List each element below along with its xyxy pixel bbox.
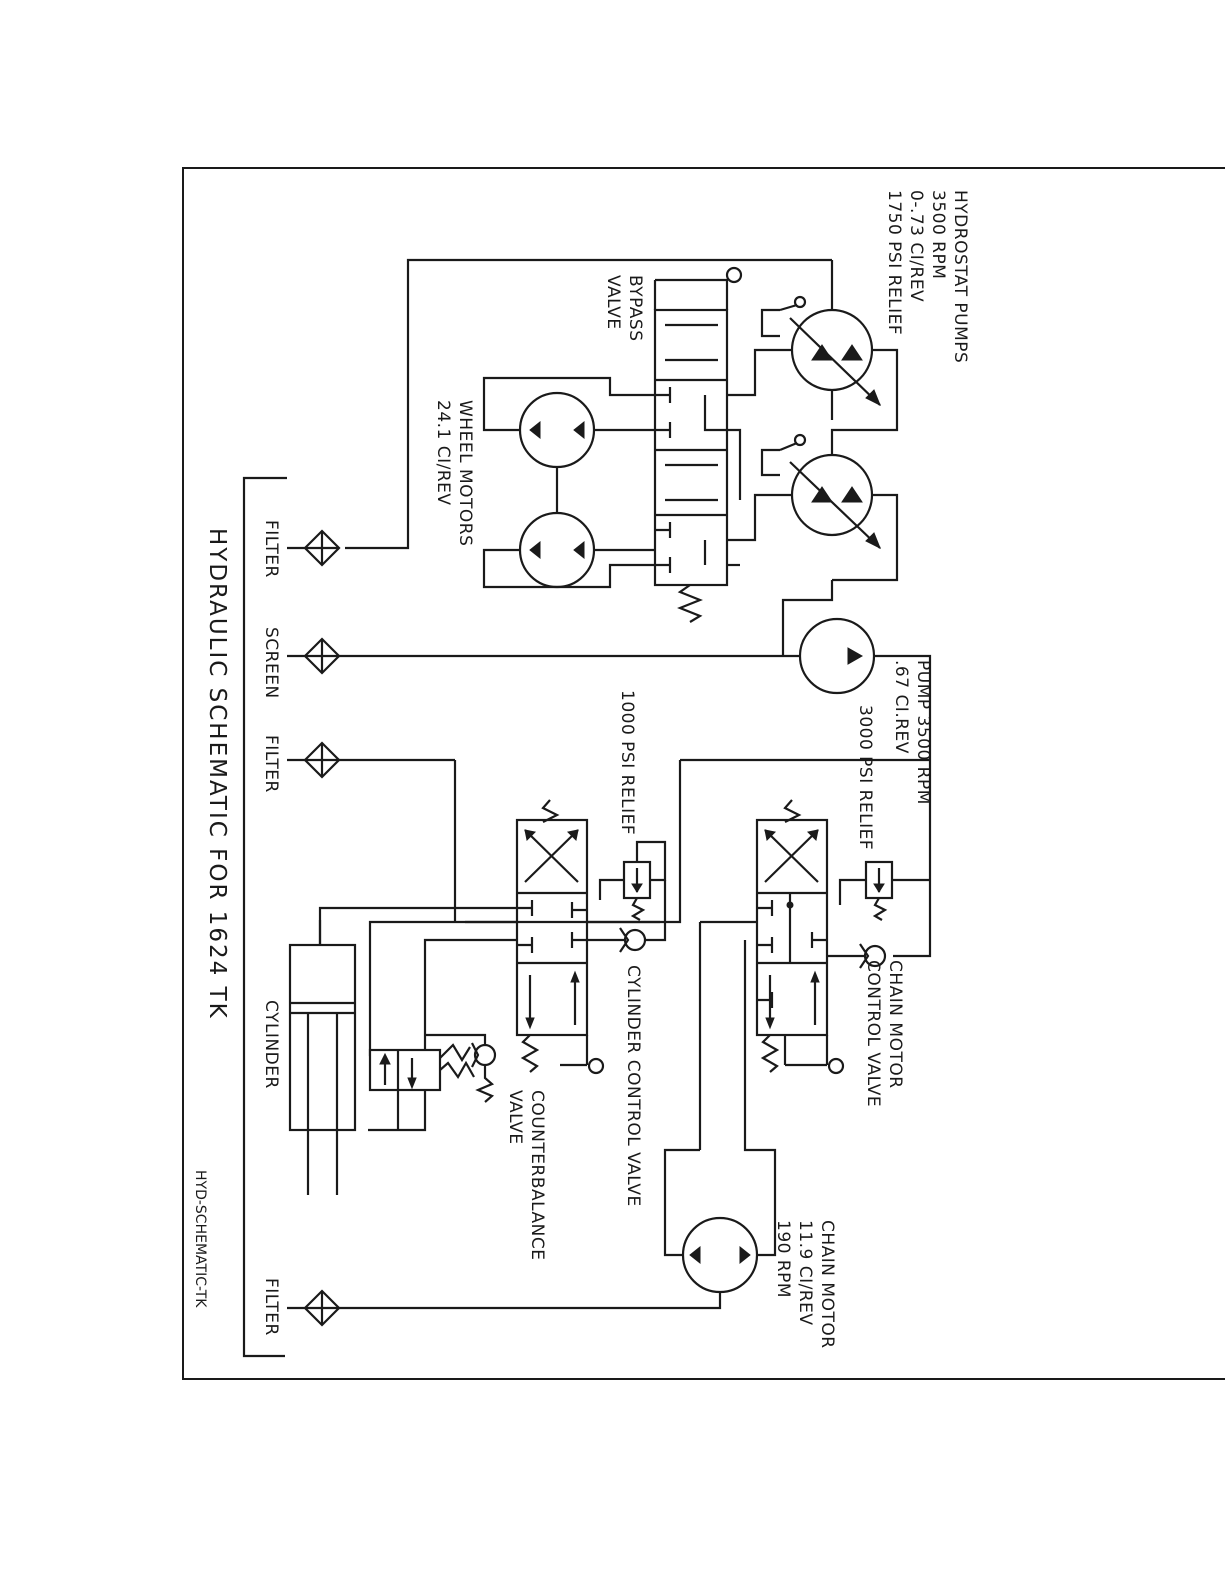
wheel-motors-label-2: 24.1 CI/REV bbox=[433, 400, 453, 506]
relief-1000-label: 1000 PSI RELIEF bbox=[617, 690, 637, 835]
hydrostat-label-4: 1750 PSI RELIEF bbox=[884, 190, 904, 335]
tank-bracket bbox=[242, 476, 287, 1358]
filter-2 bbox=[303, 741, 341, 779]
drawing-border bbox=[182, 167, 1225, 1380]
pump-label-2: .67 CI.REV bbox=[891, 660, 911, 754]
pump-label-3: 3000 PSI RELIEF bbox=[855, 705, 875, 850]
drawing-id: HYD-SCHEMATIC-TK bbox=[192, 1170, 208, 1308]
hydrostat-pump-2 bbox=[790, 453, 874, 537]
hydrostat-label-2: 3500 RPM bbox=[928, 190, 948, 279]
pump-label-1: PUMP 3500 RPM bbox=[913, 660, 933, 805]
cylinder-body bbox=[288, 943, 357, 1132]
chain-motor-label-3: 190 RPM bbox=[773, 1220, 793, 1298]
filter-1 bbox=[303, 529, 341, 567]
chain-valve-label-1: CHAIN MOTOR bbox=[885, 960, 905, 1089]
filter-1-label: FILTER bbox=[261, 520, 281, 578]
bypass-label-1: BYPASS bbox=[625, 275, 645, 342]
chain-motor-label-1: CHAIN MOTOR bbox=[817, 1220, 837, 1349]
wheel-motors-label-1: WHEEL MOTORS bbox=[455, 400, 475, 546]
filter-3 bbox=[303, 1289, 341, 1327]
cylinder-valve-label: CYLINDER CONTROL VALVE bbox=[623, 965, 643, 1207]
chain-motor-control-valve bbox=[755, 818, 829, 1037]
hydrostat-label-3: 0-.73 CI/REV bbox=[906, 190, 926, 302]
counterbalance-label-2: VALVE bbox=[505, 1090, 525, 1145]
cylinder-label: CYLINDER bbox=[261, 1000, 281, 1089]
filter-2-label: FILTER bbox=[261, 735, 281, 793]
bypass-valve-block bbox=[653, 308, 729, 587]
cylinder-control-valve bbox=[515, 818, 589, 1037]
counterbalance-label-1: COUNTERBALANCE bbox=[527, 1090, 547, 1260]
bypass-label-2: VALVE bbox=[603, 275, 623, 330]
filter-3-label: FILTER bbox=[261, 1278, 281, 1336]
chain-motor-label-2: 11.9 CI/REV bbox=[795, 1220, 815, 1326]
schematic-title: HYDRAULIC SCHEMATIC FOR 1624 TK bbox=[204, 528, 230, 1020]
screen-filter bbox=[303, 637, 341, 675]
hydrostat-pump-1 bbox=[790, 308, 874, 392]
chain-valve-label-2: CONTROL VALVE bbox=[863, 960, 883, 1107]
screen-label: SCREEN bbox=[261, 627, 281, 699]
counterbalance-valve bbox=[368, 1048, 442, 1092]
hydrostat-label-1: HYDROSTAT PUMPS bbox=[950, 190, 970, 363]
